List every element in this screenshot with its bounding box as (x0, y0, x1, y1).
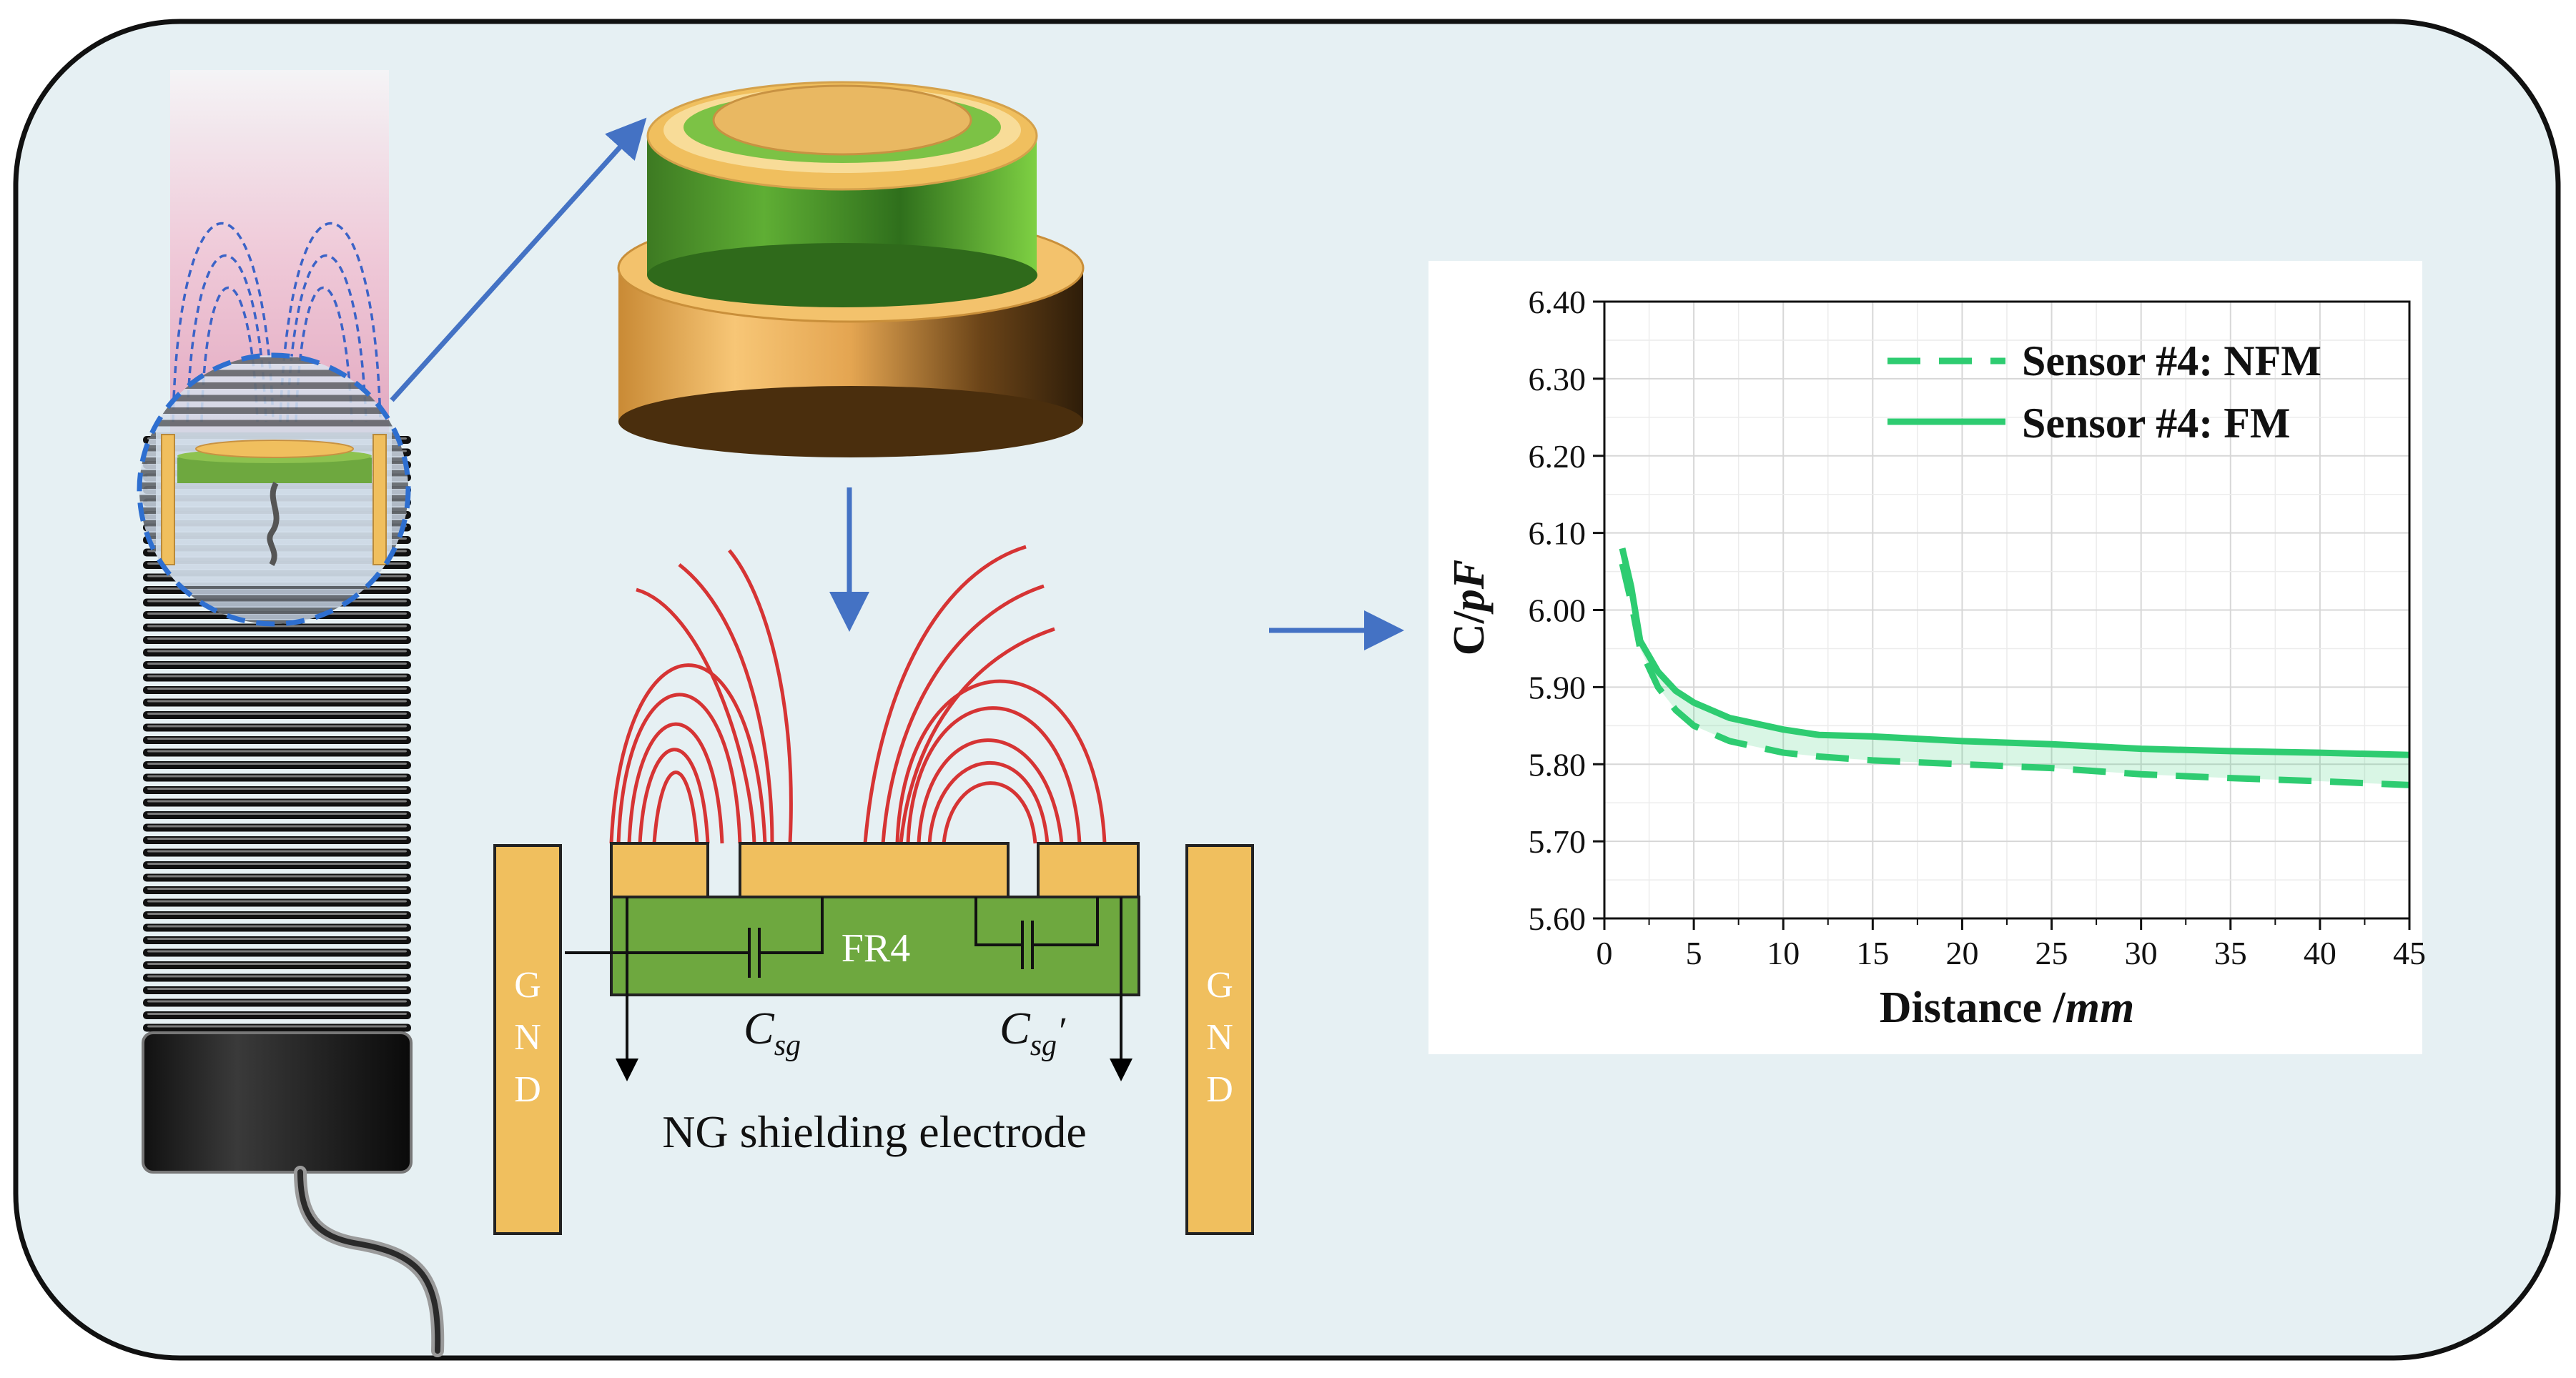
capacitance-csg-label: Csg (744, 1003, 801, 1062)
series-line-nfm (1619, 562, 2410, 788)
y-tick-label: 6.20 (1529, 438, 1586, 475)
flow-arrows (390, 117, 1404, 650)
x-tick-label: 20 (1945, 935, 1978, 971)
sensing-electrode (739, 842, 1010, 898)
electric-field-lines (609, 545, 1107, 844)
x-tick-label: 35 (2214, 935, 2247, 971)
cross-section-diagram: FR4 Csg Csg′ NG shielding electrode G N … (493, 545, 1254, 1235)
capacitance-csg-prime-label: Csg′ (1000, 1003, 1066, 1062)
sensor-base (142, 1031, 413, 1174)
shield-electrode-right (1037, 842, 1140, 898)
y-tick-label: 5.90 (1529, 669, 1586, 705)
x-tick-label: 0 (1597, 935, 1613, 971)
chart-background (1428, 261, 2422, 1054)
y-tick-label: 6.10 (1529, 515, 1586, 552)
x-tick-label: 40 (2304, 935, 2336, 971)
series-line-fm (1619, 547, 2410, 758)
chart-band (1622, 548, 2409, 785)
shield-electrode-left (610, 842, 709, 898)
magnifier-lens (137, 352, 411, 627)
x-tick-label: 30 (2125, 935, 2158, 971)
y-tick-label: 6.30 (1529, 361, 1586, 397)
zoom-arrow (390, 117, 647, 402)
svg-text:D: D (514, 1069, 541, 1110)
y-tick-label: 6.00 (1529, 593, 1586, 629)
sensor-probe-illustration (137, 70, 445, 1357)
gnd-electrode-left: G N D (493, 844, 562, 1235)
gnd-electrode-right: G N D (1185, 844, 1254, 1235)
y-tick-label: 6.40 (1529, 284, 1586, 320)
ng-shielding-electrode-label: NG shielding electrode (662, 1106, 1087, 1157)
fr4-label: FR4 (842, 926, 911, 971)
x-tick-label: 45 (2393, 935, 2426, 971)
chart-series (1619, 547, 2410, 788)
y-tick-label: 5.70 (1529, 823, 1586, 860)
y-tick-label: 5.80 (1529, 746, 1586, 783)
x-axis-label: Distance /mm (1880, 983, 2134, 1032)
series-gap-band (1622, 548, 2409, 785)
x-tick-label: 25 (2035, 935, 2068, 971)
chart-ticks: 0 5 10 15 20 25 30 35 40 45 5.60 5.70 5.80 5.90 6.00 6.… (1529, 284, 2427, 971)
svg-text:G: G (514, 965, 541, 1006)
svg-text:D: D (1206, 1069, 1233, 1110)
legend-label-nfm: Sensor #4: NFM (2022, 337, 2321, 385)
x-tick-label: 10 (1767, 935, 1800, 971)
svg-text:N: N (1206, 1017, 1233, 1058)
x-tick-label: 5 (1686, 935, 1702, 971)
y-tick-label: 5.60 (1529, 901, 1586, 937)
svg-text:G: G (1206, 965, 1233, 1006)
magnetic-field-dashed-loops (172, 222, 382, 422)
electrode-3d-view (617, 81, 1085, 457)
svg-text:N: N (514, 1017, 541, 1058)
y-axis-label: C/pF (1445, 560, 1494, 655)
capacitance-chart: 0 5 10 15 20 25 30 35 40 45 5.60 5.70 5.80 5.90 6.00 6.… (1428, 261, 2426, 1054)
chart-legend: Sensor #4: NFM Sensor #4: FM (1887, 337, 2321, 447)
capacitor-wiring (565, 897, 1132, 1081)
legend-label-fm: Sensor #4: FM (2022, 400, 2291, 447)
x-tick-label: 15 (1856, 935, 1889, 971)
